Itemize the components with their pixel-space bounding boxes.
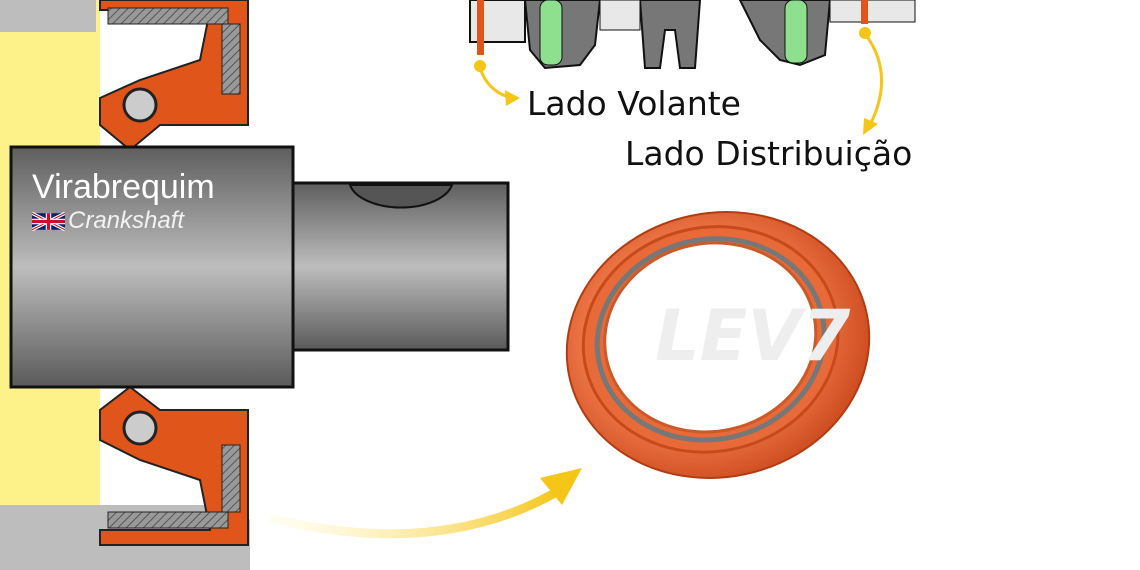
uk-flag-icon [32, 212, 65, 231]
flywheel-side-label: Lado Volante [527, 84, 741, 123]
crankshaft-illustration [469, 0, 916, 70]
seal-cross-section-bottom [99, 385, 249, 546]
seal-cross-section-top [99, 0, 249, 152]
oil-seal-ring [565, 211, 871, 479]
timing-side-label: Lado Distribuição [625, 134, 913, 173]
callout-arrows [268, 27, 884, 539]
watermark-logo: LEV7 [655, 295, 851, 377]
crankshaft-label-pt: Virabrequim [32, 168, 215, 206]
crankshaft-section [9, 145, 510, 389]
crankshaft-label-en: Crankshaft [68, 207, 185, 234]
